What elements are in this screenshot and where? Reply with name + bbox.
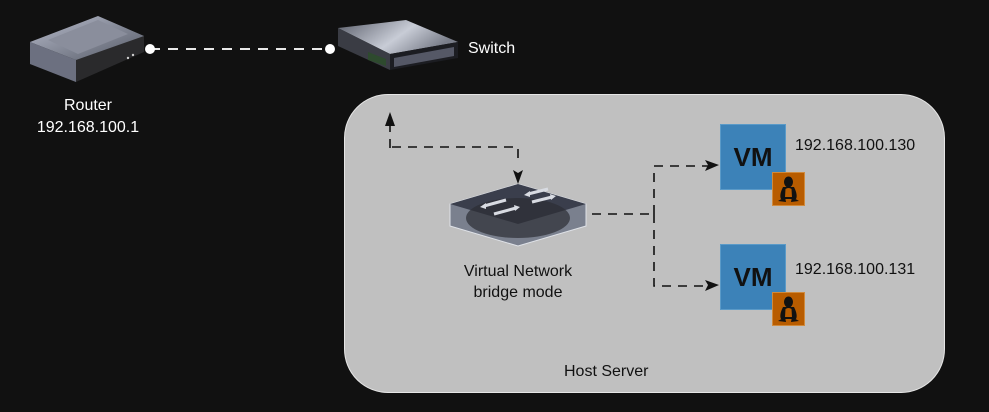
uplink-to-vswitch-line: [392, 146, 519, 165]
router-ip: 192.168.100.1: [36, 119, 140, 136]
vm1-arrowhead: [705, 160, 719, 171]
host-server-box: [344, 94, 945, 393]
router-icon: [30, 16, 144, 82]
virtual-network-label-line2: bridge mode: [473, 284, 563, 301]
switch-port-dot: [325, 44, 335, 54]
linux-tux-icon: [772, 172, 805, 206]
host-server-label: Host Server: [564, 363, 649, 380]
virtual-switch-icon: [449, 184, 587, 247]
vm-2-ip: 192.168.100.131: [795, 261, 916, 278]
branch-vm2-line: [653, 214, 712, 287]
switch-label: Switch: [468, 40, 516, 57]
router-label: Router: [63, 97, 113, 114]
vm2-arrowhead: [705, 280, 719, 291]
router-port-dot: [145, 44, 155, 54]
linux-tux-icon: [772, 292, 805, 326]
vswitch-arrowhead: [513, 170, 523, 184]
uplink-arrowhead: [385, 112, 395, 126]
branch-vm1-line: [653, 165, 712, 214]
vm-1-ip: 192.168.100.130: [795, 137, 916, 154]
virtual-network-label-line1: Virtual Network: [463, 263, 573, 280]
router-switch-link: [145, 44, 335, 54]
switch-icon: [338, 20, 458, 70]
